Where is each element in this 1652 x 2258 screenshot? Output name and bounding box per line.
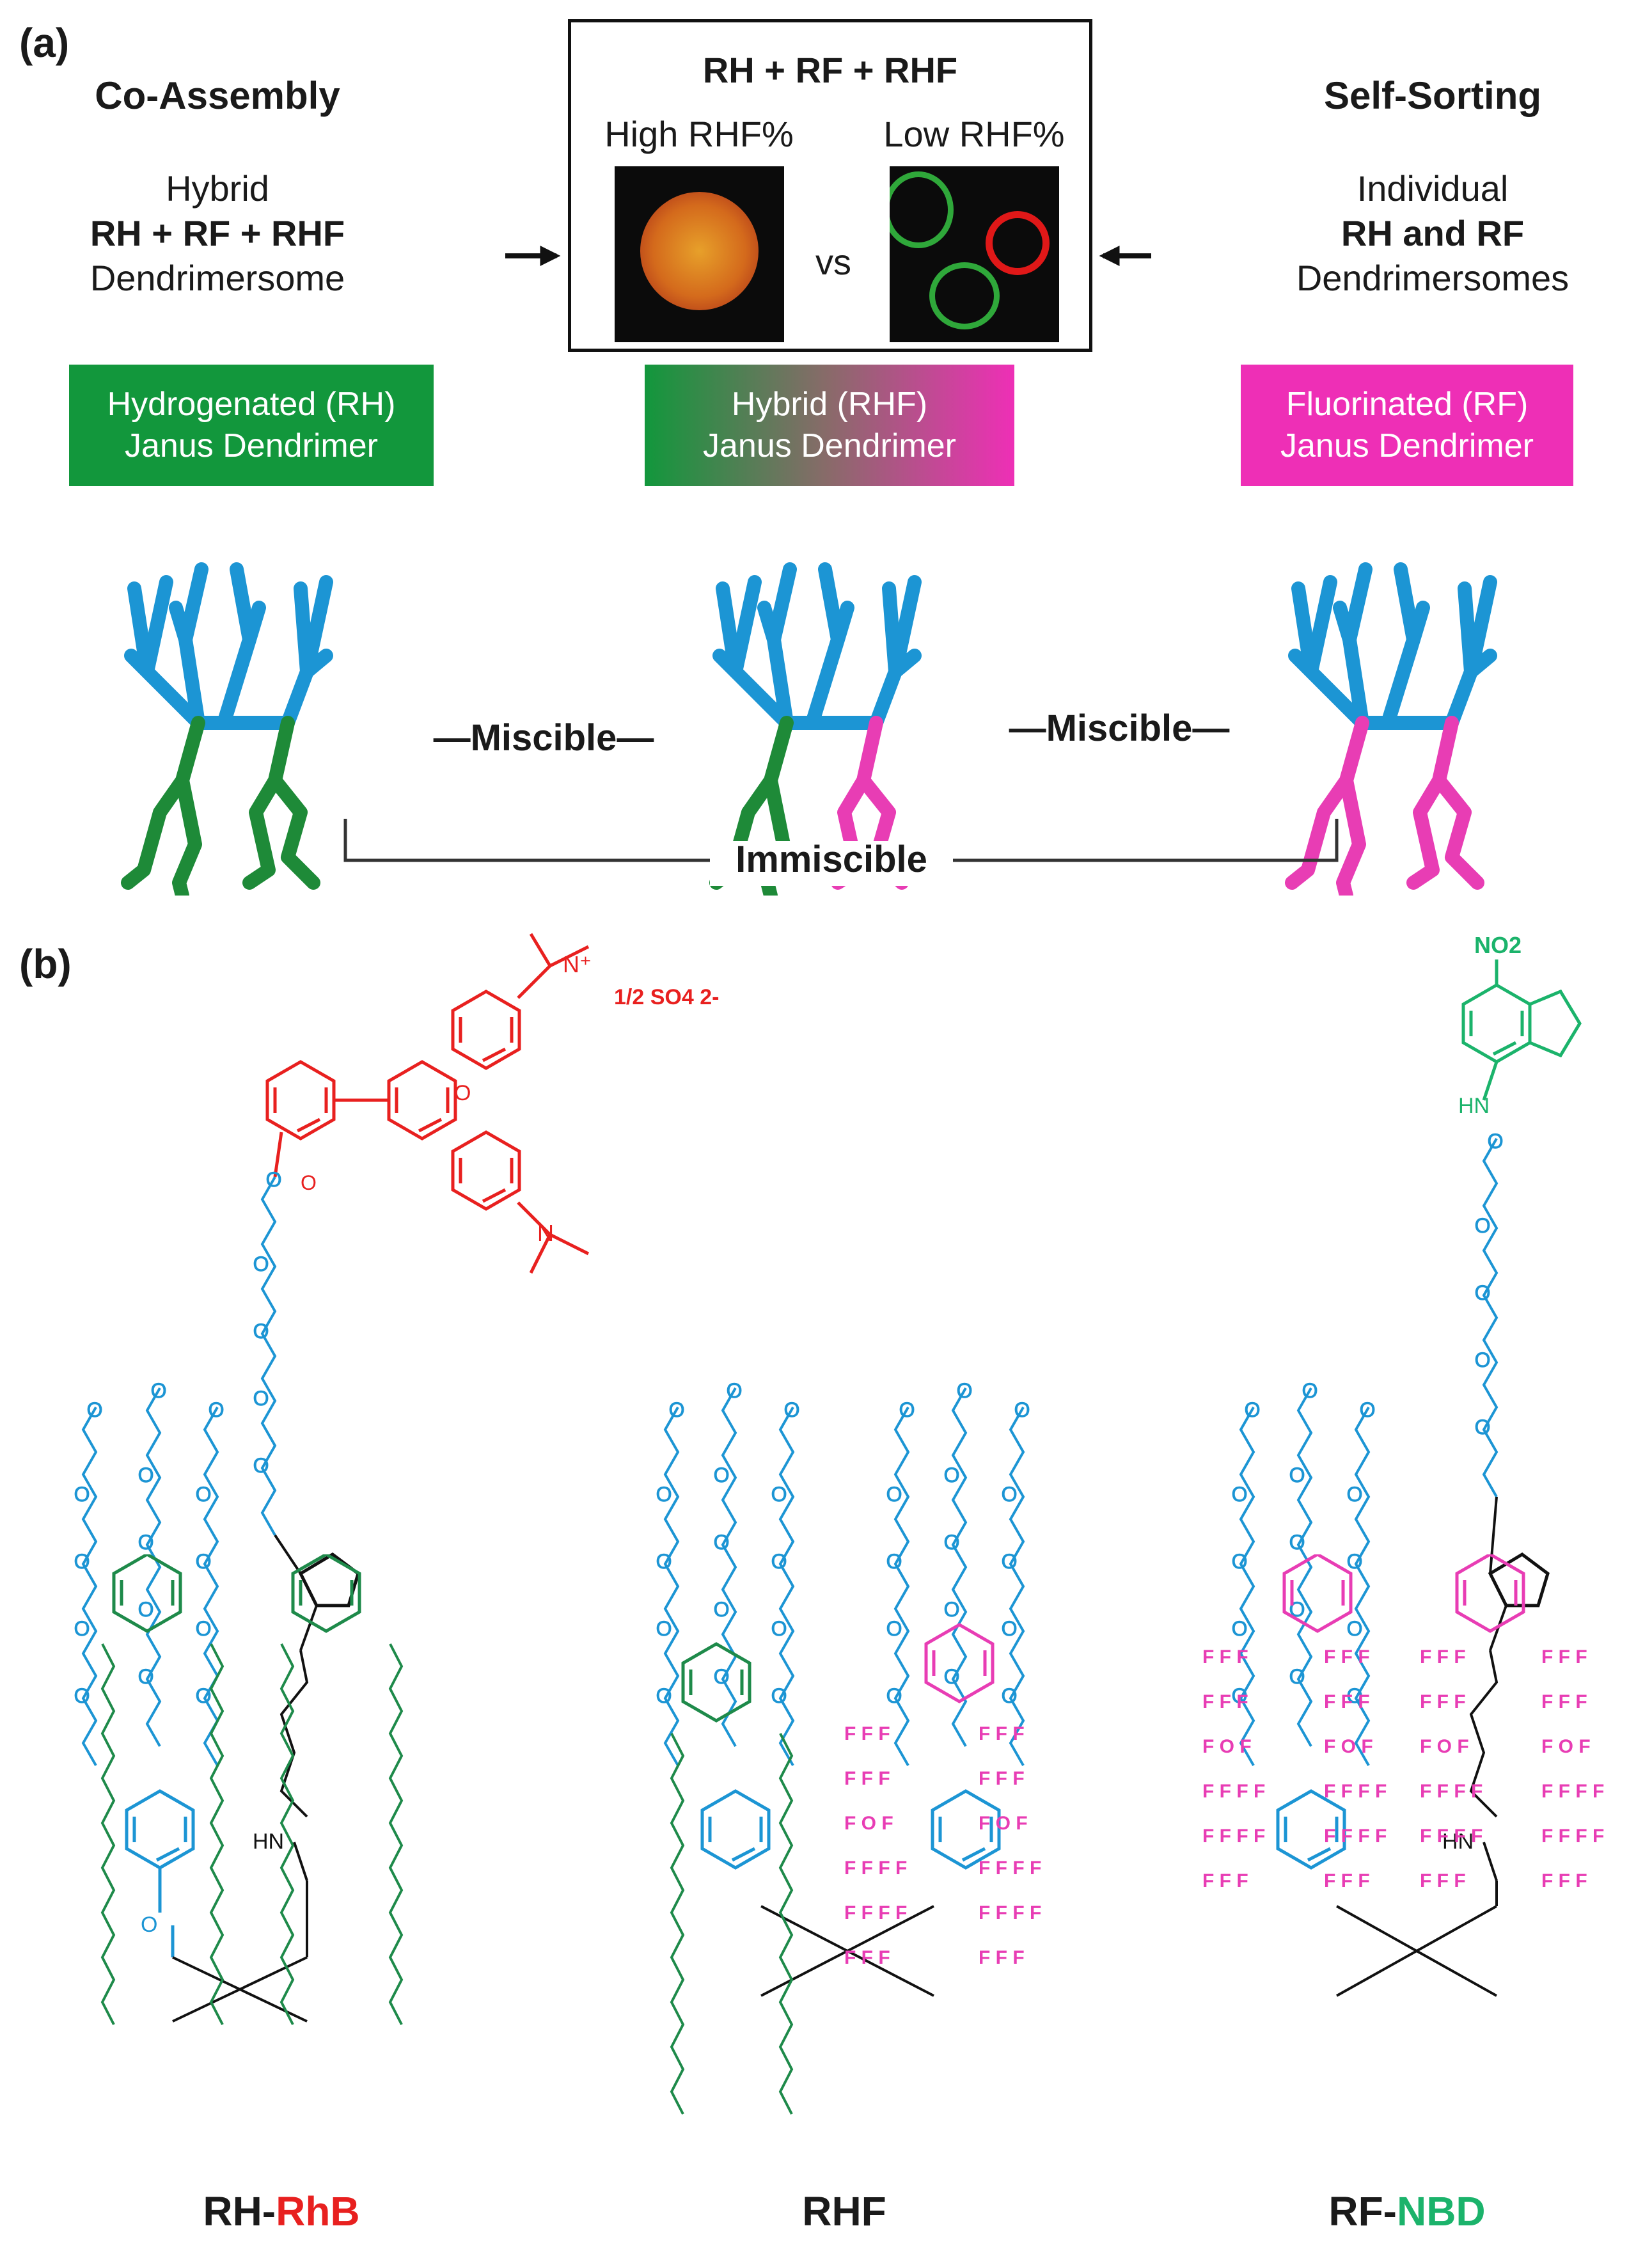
counter-ion-label: 1/2 SO4 2- (614, 985, 719, 1009)
co-assembly-line1: Hybrid (166, 168, 269, 209)
hydrogenated-box-line2: Janus Dendrimer (125, 427, 378, 464)
hybrid-box-line1: Hybrid (RHF) (731, 386, 928, 423)
label-rh-rhb-part2: RhB (276, 2188, 360, 2234)
label-rf-nbd: RF-NBD (1273, 2188, 1541, 2235)
low-rhf-micrograph (890, 166, 1059, 342)
self-sorting-heading: Self-Sorting (1324, 74, 1541, 117)
svg-text:HN: HN (253, 1829, 284, 1854)
inset-vs: vs (815, 242, 851, 282)
self-sorting-line1: Individual (1357, 168, 1509, 209)
label-rf-nbd-part2: NBD (1396, 2188, 1486, 2234)
hydrogenated-box-line1: Hydrogenated (RH) (107, 386, 396, 423)
rhf-fluoro-tails (844, 1625, 1042, 1968)
svg-text:O: O (141, 1913, 157, 1937)
self-sorting-description: Individual RH and RF Dendrimersomes (1254, 166, 1612, 301)
fluorinated-dendrimer-cartoon (1292, 569, 1490, 896)
co-assembly-heading: Co-Assembly (95, 74, 340, 117)
rf-fluoro-tails (1202, 1554, 1605, 1891)
svg-text:O: O (301, 1171, 317, 1194)
high-rhf-micrograph (615, 166, 784, 342)
co-assembly-description: Hybrid RH + RF + RHF Dendrimersome (38, 166, 397, 301)
self-sorting-line3: Dendrimersomes (1296, 258, 1569, 298)
svg-text:O: O (454, 1081, 471, 1105)
label-rh-rhb-part1: RH- (203, 2188, 276, 2234)
fluorinated-box-line2: Janus Dendrimer (1280, 427, 1534, 464)
label-rf-nbd-part1: RF- (1328, 2188, 1397, 2234)
co-assembly-line2: RH + RF + RHF (90, 213, 345, 253)
nbd-hn-label: HN (1458, 1094, 1490, 1118)
label-rhf: RHF (710, 2188, 979, 2235)
hydrogenated-janus-box: Hydrogenated (RH) Janus Dendrimer (69, 365, 434, 486)
co-assembly-line3: Dendrimersome (90, 258, 345, 298)
rhf-alkyl-tails (670, 1644, 793, 2115)
inset-title: RH + RF + RHF (702, 50, 958, 90)
svg-text:N⁺: N⁺ (563, 951, 592, 977)
svg-text:N: N (537, 1220, 554, 1246)
immiscible-label: Immiscible (736, 839, 927, 880)
nitro-label: NO2 (1474, 932, 1522, 958)
inset-high-label: High RHF% (604, 114, 794, 154)
miscible-right-label: —Miscible— (1009, 707, 1230, 749)
hybrid-janus-box: Hybrid (RHF) Janus Dendrimer (645, 365, 1014, 486)
fluorinated-box-line1: Fluorinated (RF) (1286, 386, 1529, 423)
panel-a-graphics (0, 246, 1652, 896)
panel-b-tails: F F F F F F F O F F F F F F F F F F F F (101, 1554, 1605, 2115)
panel-a-label: (a) (19, 20, 70, 66)
panel-b-label: (b) (19, 941, 72, 987)
hydrogenated-dendrimer-cartoon (128, 569, 326, 896)
panel-b-structures: O O O O O N⁺ N O O (72, 932, 1582, 2023)
fluorinated-janus-box: Fluorinated (RF) Janus Dendrimer (1241, 365, 1573, 486)
self-sorting-line2: RH and RF (1341, 213, 1525, 253)
label-rhf-part1: RHF (802, 2188, 886, 2234)
inset-low-label: Low RHF% (883, 114, 1065, 154)
rh-alkyl-tails (101, 1554, 403, 2026)
microscopy-inset: RH + RF + RHF High RHF% Low RHF% vs (568, 19, 1092, 352)
rh-rhb-structure: N⁺ N O O 1/2 SO4 2- HN O (72, 933, 719, 2023)
miscible-left-label: —Miscible— (433, 717, 654, 759)
label-rh-rhb: RH-RhB (147, 2188, 416, 2235)
hybrid-box-line2: Janus Dendrimer (703, 427, 956, 464)
